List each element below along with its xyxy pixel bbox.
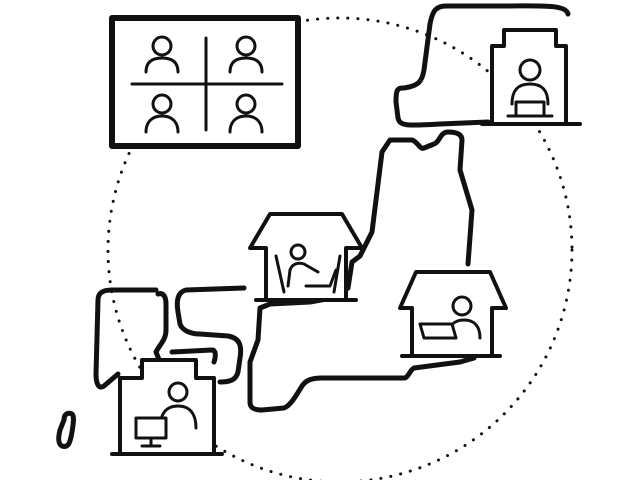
dotted-network-circle (106, 16, 574, 480)
office-building-worker-desktop-icon (110, 358, 224, 456)
home-worker-notebook-icon (398, 270, 508, 358)
honshu-outline (247, 129, 477, 413)
video-conference-monitor (109, 15, 301, 149)
participant-icon (144, 93, 180, 134)
office-building-worker-laptop-icon (480, 28, 582, 126)
chugoku-outline (174, 285, 247, 385)
participant-icon (228, 35, 264, 74)
hokkaido-outline (393, 3, 571, 128)
kyushu-outline (93, 287, 169, 390)
shikoku-outline (169, 347, 218, 365)
home-worker-laptop-icon (248, 212, 364, 302)
participant-icon (228, 93, 264, 134)
small-island-outline (56, 410, 76, 449)
japan-map-outline (56, 3, 571, 449)
participant-icon (144, 35, 180, 74)
